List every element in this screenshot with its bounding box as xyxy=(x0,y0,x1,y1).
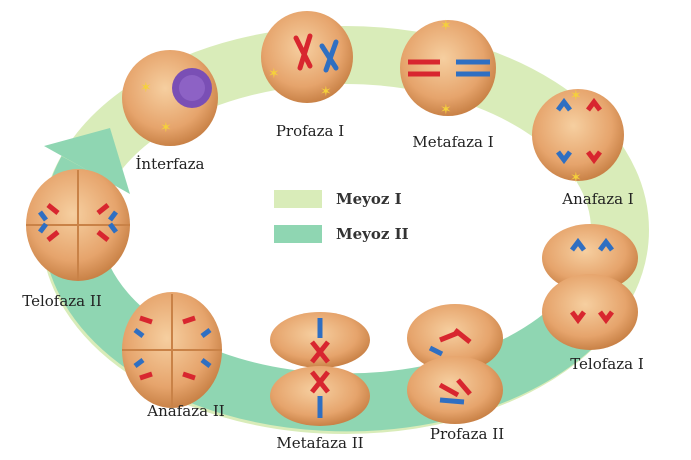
svg-text:✶: ✶ xyxy=(268,66,280,82)
label-profaza2: Profaza II xyxy=(429,425,505,443)
legend-label: Meyoz II xyxy=(336,225,409,243)
cell-anafaza1: ✶✶ xyxy=(532,88,624,186)
svg-text:✶: ✶ xyxy=(160,120,172,136)
cell-profaza1: ✶✶ xyxy=(261,11,353,103)
cell-interfaza: ✶✶ xyxy=(122,50,218,146)
legend-meyoz1: Meyoz I xyxy=(274,190,402,208)
cell-telofaza2 xyxy=(26,169,130,281)
label-metafaza1: Metafaza I xyxy=(412,133,494,151)
svg-text:✶: ✶ xyxy=(570,88,582,104)
svg-text:✶: ✶ xyxy=(570,170,582,186)
legend-swatch-meyoz1 xyxy=(274,190,322,208)
cell-metafaza2 xyxy=(270,312,370,426)
svg-text:✶: ✶ xyxy=(320,84,332,100)
label-metafaza2: Metafaza II xyxy=(276,434,364,452)
legend-swatch-meyoz2 xyxy=(274,225,322,243)
cell-metafaza1: ✶✶ xyxy=(400,18,496,118)
label-telofaza1: Telofaza I xyxy=(570,355,644,373)
svg-text:✶: ✶ xyxy=(440,18,452,34)
label-anafaza2: Anafaza II xyxy=(147,402,225,420)
cell-profaza2 xyxy=(407,304,503,424)
cell-anafaza2 xyxy=(122,292,222,408)
svg-text:✶: ✶ xyxy=(440,102,452,118)
label-anafaza1: Anafaza I xyxy=(562,190,634,208)
label-profaza1: Profaza I xyxy=(275,122,345,140)
cycle-arrowhead xyxy=(44,128,130,194)
label-telofaza2: Telofaza II xyxy=(22,292,102,310)
cell-telofaza1 xyxy=(542,224,638,350)
svg-text:✶: ✶ xyxy=(140,80,152,96)
label-interfaza: İnterfaza xyxy=(135,155,205,173)
legend-label: Meyoz I xyxy=(336,190,402,208)
legend-meyoz2: Meyoz II xyxy=(274,225,409,243)
